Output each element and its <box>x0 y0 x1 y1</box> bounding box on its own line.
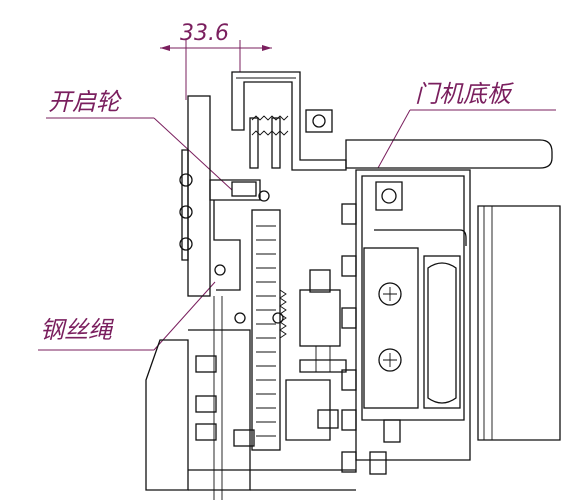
opening-wheel-label: 开启轮 <box>48 88 122 116</box>
door-base-plate-callout: 门机底板 <box>377 80 556 169</box>
door-base-plate-label: 门机底板 <box>415 80 514 108</box>
steel-wire-rope-label: 钢丝绳 <box>40 316 114 344</box>
steel-wire-rope-callout: 钢丝绳 <box>38 281 216 351</box>
dimension-33-6: 33.6 <box>160 21 272 100</box>
mechanism-outline <box>145 71 561 500</box>
dimension-label: 33.6 <box>180 21 229 46</box>
opening-wheel-callout: 开启轮 <box>46 88 233 191</box>
